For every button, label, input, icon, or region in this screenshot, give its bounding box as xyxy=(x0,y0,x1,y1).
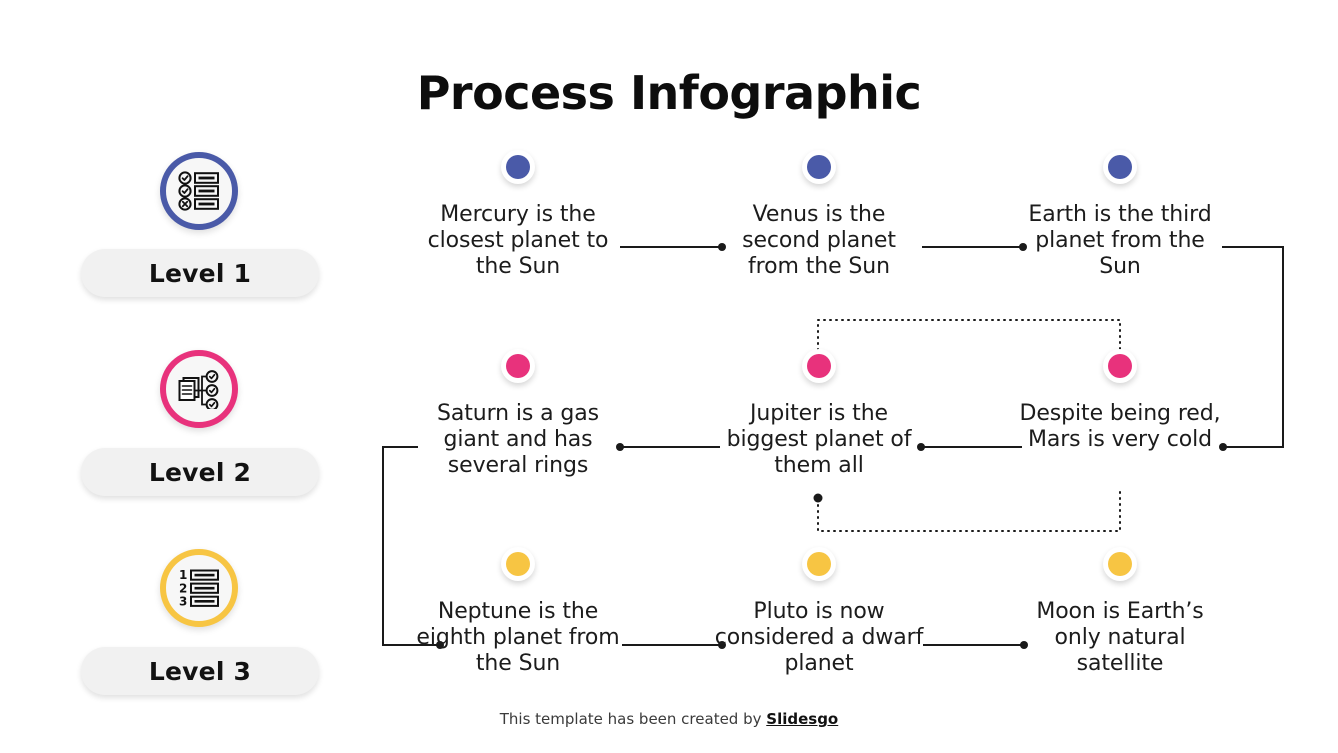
node-mars-marker xyxy=(1103,349,1137,383)
node-mercury[interactable]: Mercury is the closest planet to the Sun xyxy=(413,150,623,280)
node-neptune-label: Neptune is the eighth planet from the Su… xyxy=(416,599,620,676)
node-neptune[interactable]: Neptune is the eighth planet from the Su… xyxy=(413,547,623,677)
svg-text:1: 1 xyxy=(179,569,187,582)
node-venus-label: Venus is the second planet from the Sun xyxy=(742,202,896,279)
node-mars[interactable]: Despite being red, Mars is very cold xyxy=(1015,349,1225,453)
node-marker-dot xyxy=(807,552,831,576)
node-marker-dot xyxy=(1108,155,1132,179)
connector-venus-earth xyxy=(922,243,1027,251)
node-venus-marker xyxy=(802,150,836,184)
node-mercury-label: Mercury is the closest planet to the Sun xyxy=(427,202,609,279)
node-jupiter-marker xyxy=(802,349,836,383)
svg-text:2: 2 xyxy=(179,582,187,596)
document-flow-icon xyxy=(160,350,238,428)
svg-text:3: 3 xyxy=(179,595,187,608)
connector-earth-mars xyxy=(1219,246,1284,451)
node-earth[interactable]: Earth is the third planet from the Sun xyxy=(1015,150,1225,280)
numbered-list-icon: 1 2 3 xyxy=(160,549,238,627)
connector-pluto-moon xyxy=(923,641,1028,649)
node-saturn-marker xyxy=(501,349,535,383)
node-saturn-label: Saturn is a gas giant and has several ri… xyxy=(436,401,600,478)
level-pill-3[interactable]: Level 3 xyxy=(81,647,319,695)
connector-mars-jupiter xyxy=(917,443,1022,451)
node-jupiter-label: Jupiter is the biggest planet of them al… xyxy=(726,401,912,478)
node-venus[interactable]: Venus is the second planet from the Sun xyxy=(714,150,924,280)
node-marker-dot xyxy=(1108,552,1132,576)
node-marker-dot xyxy=(506,155,530,179)
checklist-icon-glyph xyxy=(178,171,219,211)
node-marker-dot xyxy=(807,155,831,179)
node-marker-dot xyxy=(506,552,530,576)
node-neptune-marker xyxy=(501,547,535,581)
node-marker-dot xyxy=(506,354,530,378)
connector-jupiter-saturn xyxy=(616,443,720,451)
numbered-list-icon-glyph: 1 2 3 xyxy=(179,569,219,608)
node-jupiter[interactable]: Jupiter is the biggest planet of them al… xyxy=(714,349,924,479)
node-pluto[interactable]: Pluto is now considered a dwarf planet xyxy=(714,547,924,677)
connector-mercury-venus xyxy=(620,243,726,251)
node-moon-label: Moon is Earth’s only natural satellite xyxy=(1036,599,1204,676)
node-saturn[interactable]: Saturn is a gas giant and has several ri… xyxy=(413,349,623,479)
connector-dotted-mars-jupiter-bottom xyxy=(813,491,1121,532)
footer-credit: This template has been created by Slides… xyxy=(0,710,1338,728)
level-pill-2[interactable]: Level 2 xyxy=(81,448,319,496)
node-marker-dot xyxy=(1108,354,1132,378)
node-pluto-marker xyxy=(802,547,836,581)
connector-neptune-pluto xyxy=(622,641,726,649)
node-mercury-marker xyxy=(501,150,535,184)
page-title: Process Infographic xyxy=(416,66,922,120)
node-earth-label: Earth is the third planet from the Sun xyxy=(1028,202,1212,279)
node-pluto-label: Pluto is now considered a dwarf planet xyxy=(714,599,924,676)
slidesgo-link[interactable]: Slidesgo xyxy=(766,710,839,728)
node-earth-marker xyxy=(1103,150,1137,184)
node-moon[interactable]: Moon is Earth’s only natural satellite xyxy=(1015,547,1225,677)
level-pill-1-label: Level 1 xyxy=(148,258,252,288)
checklist-icon xyxy=(160,152,238,230)
level-pill-3-label: Level 3 xyxy=(148,656,252,686)
node-marker-dot xyxy=(807,354,831,378)
document-flow-icon-glyph xyxy=(178,370,219,409)
level-pill-2-label: Level 2 xyxy=(148,457,252,487)
node-mars-label: Despite being red, Mars is very cold xyxy=(1019,401,1221,452)
node-moon-marker xyxy=(1103,547,1137,581)
footer-credit-prefix: This template has been created by xyxy=(499,710,767,728)
level-pill-1[interactable]: Level 1 xyxy=(81,249,319,297)
